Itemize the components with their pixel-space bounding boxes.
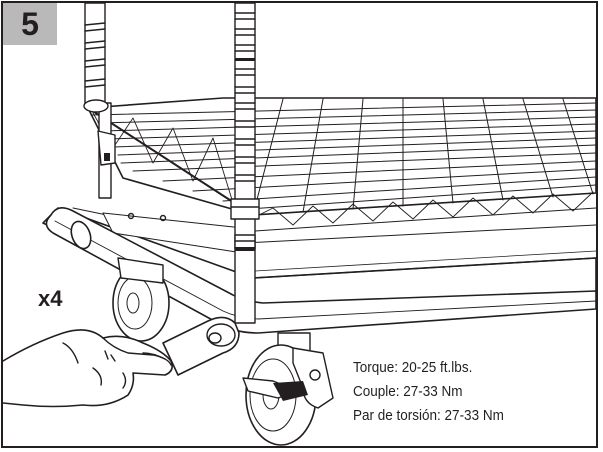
torque-spec-line: Couple: 27-33 Nm — [353, 383, 463, 400]
shelf-posts — [83, 3, 260, 324]
torque-spec-line: Torque: 20-25 ft.lbs. — [353, 359, 473, 376]
cart-assembly-illustration — [3, 3, 596, 446]
step-number-badge: 5 — [3, 3, 57, 45]
torque-spec-block: Torque: 20-25 ft.lbs. Couple: 27-33 Nm P… — [353, 356, 504, 428]
rear-caster — [112, 257, 170, 342]
torque-spec-line: Par de torsión: 27-33 Nm — [353, 407, 504, 424]
wire-shelf — [87, 97, 596, 232]
hand-with-wrench — [3, 316, 240, 408]
instruction-frame — [1, 1, 598, 448]
quantity-label: x4 — [38, 286, 63, 311]
front-caster — [242, 332, 334, 446]
